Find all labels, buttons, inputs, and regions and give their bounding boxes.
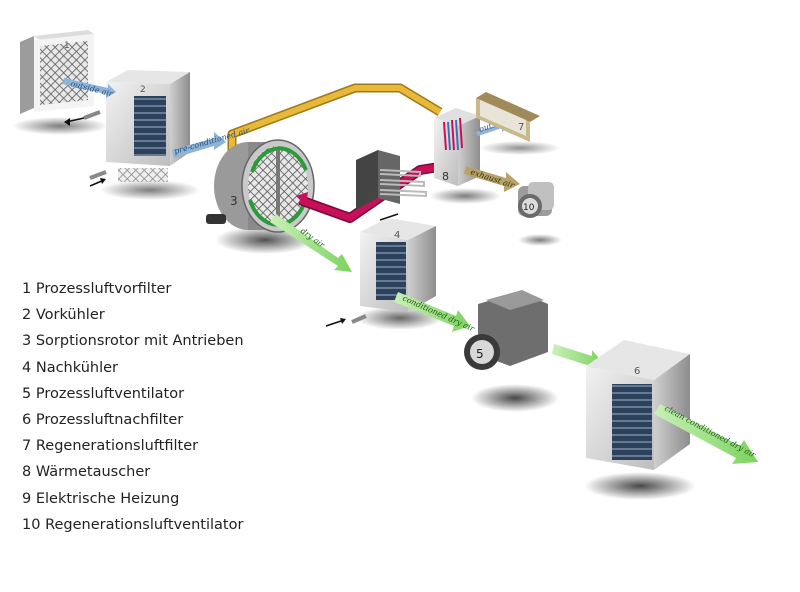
legend-number: 6 xyxy=(22,412,32,429)
component-1-label: 1 xyxy=(64,41,70,51)
component-7-regeneration-filter: 7 xyxy=(476,92,540,142)
legend-name: Vorkühler xyxy=(35,307,105,324)
component-7-label: 7 xyxy=(518,122,524,133)
exhaust-air-label: exhaust air xyxy=(469,167,516,190)
legend-name: Elektrische Heizung xyxy=(35,490,180,507)
legend-item: 6 Prozessluftnachfilter xyxy=(22,407,244,433)
legend-item: 7 Regenerationsluftfilter xyxy=(22,433,244,459)
component-2-label: 2 xyxy=(140,85,146,95)
component-3-label: 3 xyxy=(230,194,238,208)
legend-number: 8 xyxy=(22,464,32,481)
component-8-heat-exchanger: 8 xyxy=(434,108,480,186)
legend-item: 9 Elektrische Heizung xyxy=(22,486,244,512)
component-6-postfilter: 6 xyxy=(586,340,690,470)
component-8-label: 8 xyxy=(442,170,449,183)
component-1-prefilter: 1 xyxy=(20,30,94,114)
legend-item: 5 Prozessluftventilator xyxy=(22,381,244,407)
regeneration-return-duct xyxy=(227,83,443,152)
legend-name: Prozessluftvorfilter xyxy=(35,281,172,297)
legend-item: 10 Regenerationsluftventilator xyxy=(22,512,244,538)
legend-item: 2 Vorkühler xyxy=(22,302,244,328)
legend-number: 7 xyxy=(22,438,32,455)
component-4-aftercooler: 4 xyxy=(351,218,436,324)
component-5-process-fan: 5 xyxy=(464,290,548,370)
legend-name: Prozessluftventilator xyxy=(35,385,185,402)
component-4-label: 4 xyxy=(394,230,400,241)
legend-name: Wärmetauscher xyxy=(35,464,151,481)
legend-name: Regenerationsluftfilter xyxy=(35,438,199,455)
component-6-label: 6 xyxy=(634,366,640,377)
component-3-sorption-rotor: 3 xyxy=(206,139,315,233)
legend-number: 9 xyxy=(22,490,32,507)
floor-shadows xyxy=(12,117,696,500)
legend-name: Regenerationsluftventilator xyxy=(45,516,244,533)
legend-name: Prozessluftnachfilter xyxy=(35,412,184,429)
legend-number: 5 xyxy=(22,385,32,402)
legend-name: Sorptionsrotor mit Antrieben xyxy=(35,333,244,350)
legend-number: 1 xyxy=(22,281,32,297)
component-10-regeneration-fan: 10 xyxy=(518,182,554,218)
legend-number: 4 xyxy=(22,359,32,376)
legend-number: 10 xyxy=(22,516,41,533)
legend-item: 1 Prozessluftvorfilter xyxy=(22,276,244,302)
legend-number: 3 xyxy=(22,333,32,350)
component-9-electric-heater xyxy=(356,150,427,210)
legend-item: 4 Nachkühler xyxy=(22,355,244,381)
legend-item: 3 Sorptionsrotor mit Antrieben xyxy=(22,328,244,354)
small-flow-arrows xyxy=(64,117,399,327)
legend-name: Nachkühler xyxy=(35,359,118,376)
component-10-label: 10 xyxy=(523,203,535,213)
component-5-label: 5 xyxy=(476,347,484,361)
component-2-precooler: 2 xyxy=(83,70,190,182)
legend-item: 8 Wärmetauscher xyxy=(22,459,244,485)
legend-number: 2 xyxy=(22,307,32,324)
